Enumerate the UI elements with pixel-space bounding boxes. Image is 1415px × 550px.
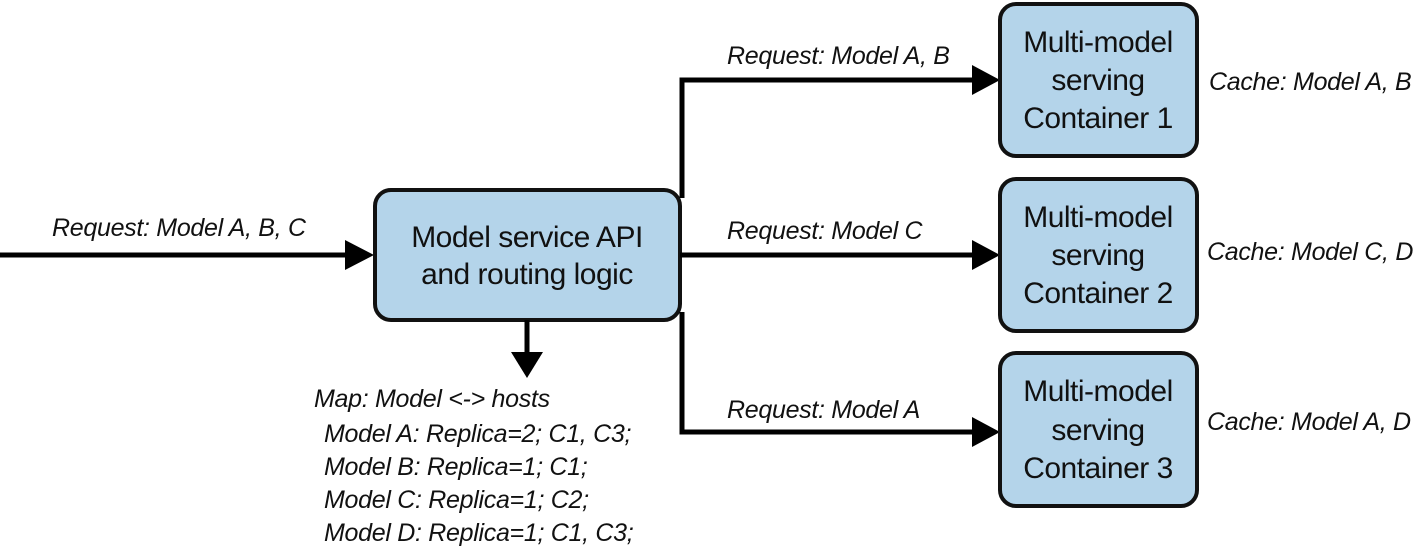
container-1-box bbox=[998, 2, 1199, 158]
incoming-request-arrowhead bbox=[345, 240, 374, 270]
mapping-title: Map: Model <-> hosts bbox=[314, 385, 550, 413]
route-arrowhead-container-3 bbox=[972, 417, 1000, 447]
route-arrowhead-container-2 bbox=[972, 240, 1000, 270]
container-1-cache: Cache: Model A, B bbox=[1209, 68, 1411, 96]
route-label-container-2: Request: Model C bbox=[727, 217, 924, 245]
router-label-line2: and routing logic bbox=[421, 258, 633, 291]
container-1-label-line2: serving bbox=[1051, 64, 1144, 97]
container-2-label-line1: Multi-model bbox=[1023, 201, 1173, 234]
mapping-row-model-a: Model A: Replica=2; C1, C3; bbox=[324, 420, 631, 448]
container-1-label-line1: Multi-model bbox=[1023, 26, 1173, 59]
container-3-cache: Cache: Model A, D bbox=[1207, 408, 1411, 436]
container-2-cache: Cache: Model C, D bbox=[1207, 238, 1413, 266]
container-2-label-line3: Container 2 bbox=[1023, 277, 1173, 310]
container-3-label-line1: Multi-model bbox=[1023, 375, 1173, 408]
route-label-container-3: Request: Model A bbox=[727, 396, 920, 424]
container-3-box bbox=[998, 351, 1199, 508]
route-arrow-container-3 bbox=[679, 312, 978, 435]
mapping-row-model-c: Model C: Replica=1; C2; bbox=[324, 486, 589, 514]
container-2-label-line2: serving bbox=[1051, 239, 1144, 272]
mapping-row-model-d: Model D: Replica=1; C1, C3; bbox=[324, 519, 634, 547]
container-3-label-line2: serving bbox=[1051, 414, 1144, 447]
router-box bbox=[373, 188, 682, 322]
container-1-label-line3: Container 1 bbox=[1023, 102, 1173, 135]
mapping-row-model-b: Model B: Replica=1; C1; bbox=[324, 453, 588, 481]
incoming-request-label: Request: Model A, B, C bbox=[52, 214, 307, 242]
container-2-box bbox=[998, 177, 1199, 333]
mapping-arrowhead bbox=[511, 352, 543, 378]
container-3-label-line3: Container 3 bbox=[1023, 452, 1173, 485]
router-label-line1: Model service API bbox=[411, 221, 643, 254]
route-arrowhead-container-1 bbox=[972, 65, 1000, 95]
route-label-container-1: Request: Model A, B bbox=[727, 42, 950, 70]
route-arrow-container-1 bbox=[679, 77, 978, 198]
